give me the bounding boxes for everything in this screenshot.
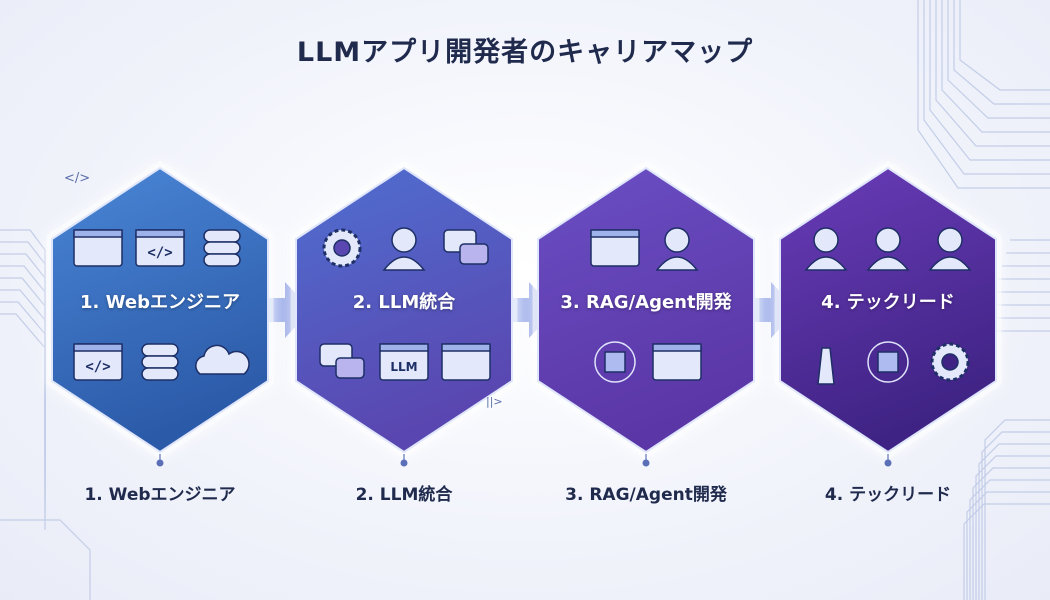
team-icon [928,227,972,271]
hexagon-label: 4. テックリード [821,292,955,313]
page-title: LLMアプリ開発者のキャリアマップ [296,37,754,68]
gears-icon [930,342,970,382]
flow-arrow [263,282,311,338]
flow-arrow [507,282,555,338]
hexagon-label: 3. RAG/Agent開発 [560,292,732,313]
toolbox-icon [652,343,702,381]
document-search-icon [590,229,640,267]
connector-dot [884,459,892,467]
cloud-upload-icon [195,344,250,375]
leader-crown-icon [866,227,910,271]
svg-text:</>: </> [85,359,110,375]
database-icon [141,343,179,381]
pause-tag-decoration: ||> [486,395,503,408]
code-tag-decoration: </> [64,171,90,186]
career-step-hexagon[interactable] [532,160,760,460]
llm-chip-icon: LLM [379,343,429,381]
career-step-hexagon[interactable]: </> </> [46,160,274,460]
cube-network-icon [594,341,636,383]
chat-bubbles-icon [319,343,365,379]
chat-bubbles-icon [443,229,489,265]
connector-dot [156,459,164,467]
architecture-diagram-icon [867,341,909,383]
database-icon [203,229,241,267]
hexagon-label: 1. Webエンジニア [80,292,240,313]
api-gear-icon [322,228,362,268]
step-caption: 4. テックリード [824,485,952,505]
connector-dot [400,459,408,467]
career-step-hexagon[interactable] [774,160,1002,460]
connector-dot [642,459,650,467]
lighthouse-icon [817,347,835,385]
code-window-icon: </> [135,229,185,267]
hexagon-label: 2. LLM統合 [352,292,456,313]
step-caption: 1. Webエンジニア [84,485,236,505]
step-caption: 2. LLM統合 [355,485,453,505]
code-window-icon: </> [73,343,123,381]
browser-icon [73,229,123,267]
terminal-window-icon [441,343,491,381]
flow-arrow [749,282,797,338]
svg-text:</>: </> [147,245,172,261]
mentor-icon [804,227,848,271]
career-step-hexagon[interactable]: LLM [290,160,518,460]
robot-icon [655,227,699,271]
brain-head-icon [382,227,426,271]
step-caption: 3. RAG/Agent開発 [565,485,727,505]
svg-text:LLM: LLM [390,360,417,374]
